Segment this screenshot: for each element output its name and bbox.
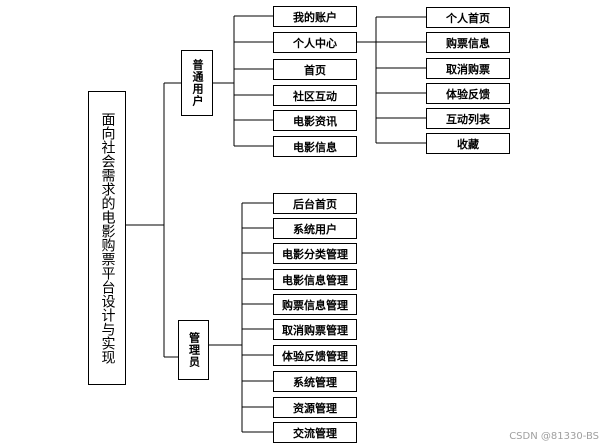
user-item: 首页	[273, 59, 357, 80]
personal-center-item: 互动列表	[426, 108, 510, 129]
admin-item: 系统用户	[273, 218, 357, 239]
admin-item-label: 体验反馈管理	[282, 349, 348, 363]
personal-center-item: 个人首页	[426, 7, 510, 28]
user-item-personal-center: 个人中心	[273, 32, 357, 53]
admin-item-label: 电影信息管理	[282, 273, 348, 287]
admin-item: 资源管理	[273, 397, 357, 418]
admin-item: 系统管理	[273, 371, 357, 392]
user-item-label: 首页	[304, 63, 326, 77]
admin-item-label: 后台首页	[293, 197, 337, 211]
user-item: 社区互动	[273, 85, 357, 106]
root-node: 面向社会需求的电影购票平台设计与实现	[88, 91, 126, 385]
user-item: 电影资讯	[273, 110, 357, 131]
personal-center-item-label: 取消购票	[446, 62, 490, 76]
user-item-label: 电影资讯	[293, 114, 337, 128]
admin-item: 购票信息管理	[273, 294, 357, 315]
admin-item: 电影分类管理	[273, 243, 357, 264]
admin-item-label: 电影分类管理	[282, 247, 348, 261]
group-label-admin: 管理员	[187, 332, 201, 368]
admin-item: 后台首页	[273, 193, 357, 214]
group-node-admin: 管理员	[178, 320, 209, 380]
personal-center-item-label: 体验反馈	[446, 87, 490, 101]
group-node-user: 普通用户	[181, 50, 213, 116]
user-item-label: 我的账户	[293, 10, 337, 24]
personal-center-item: 购票信息	[426, 32, 510, 53]
group-label-user: 普通用户	[191, 59, 204, 107]
personal-center-item-label: 收藏	[457, 137, 479, 151]
admin-item-label: 购票信息管理	[282, 298, 348, 312]
user-item: 我的账户	[273, 6, 357, 27]
personal-center-item-label: 个人首页	[446, 11, 490, 25]
personal-center-item: 取消购票	[426, 58, 510, 79]
root-label: 面向社会需求的电影购票平台设计与实现	[99, 112, 116, 364]
personal-center-item: 收藏	[426, 133, 510, 154]
admin-item: 电影信息管理	[273, 269, 357, 290]
admin-item-label: 系统管理	[293, 375, 337, 389]
user-item-label: 电影信息	[293, 140, 337, 154]
personal-center-item-label: 互动列表	[446, 112, 490, 126]
admin-item-label: 交流管理	[293, 426, 337, 440]
user-item-label: 个人中心	[293, 36, 337, 50]
admin-item-label: 资源管理	[293, 401, 337, 415]
user-item: 电影信息	[273, 136, 357, 157]
personal-center-item-label: 购票信息	[446, 36, 490, 50]
admin-item: 取消购票管理	[273, 319, 357, 340]
watermark-text: CSDN @81330-BS	[509, 431, 599, 442]
admin-item: 交流管理	[273, 422, 357, 443]
user-item-label: 社区互动	[293, 89, 337, 103]
admin-item-label: 系统用户	[293, 222, 337, 236]
admin-item-label: 取消购票管理	[282, 323, 348, 337]
personal-center-item: 体验反馈	[426, 83, 510, 104]
admin-item: 体验反馈管理	[273, 345, 357, 366]
